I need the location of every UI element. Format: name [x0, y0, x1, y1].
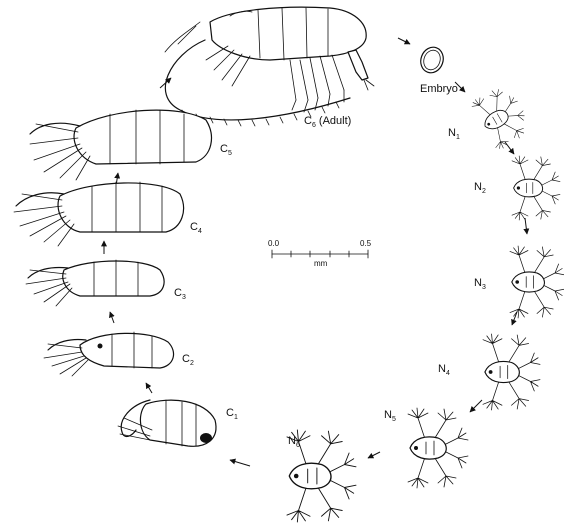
- label-n1: N1: [448, 127, 460, 141]
- copepodite-c1-figure: [118, 400, 216, 446]
- nauplius-n2-figure: [512, 156, 560, 220]
- label-c6-adult: C6 (Adult): [304, 115, 351, 129]
- label-c2: C2: [182, 353, 194, 367]
- label-n3: N3: [474, 277, 486, 291]
- copepodite-c3-figure: [26, 260, 164, 306]
- label-n4: N4: [438, 363, 450, 377]
- scale-end-label: 0.5: [360, 239, 372, 248]
- label-embryo: Embryo: [420, 83, 458, 95]
- nauplius-n1-figure: [470, 82, 534, 151]
- scale-unit-label: mm: [314, 259, 328, 268]
- adult-copepod-figure: [165, 7, 374, 126]
- label-c3: C3: [174, 287, 186, 301]
- label-n2: N2: [474, 181, 486, 195]
- nauplius-n3-figure: [510, 246, 564, 318]
- label-c4: C4: [190, 221, 202, 235]
- copepodite-c5-figure: [30, 110, 211, 180]
- nauplius-n5-figure: [408, 408, 468, 488]
- embryo-figure: [417, 44, 447, 76]
- copepodite-c4-figure: [14, 182, 184, 246]
- stage-labels: Embryo N1 N2 N3 N4 N5 N6 C1 C2 C3 C4 C5 …: [174, 83, 486, 449]
- nauplius-n4-figure: [483, 334, 540, 410]
- scale-bar: 0.0 0.5 mm: [268, 239, 372, 268]
- label-c1: C1: [226, 407, 238, 421]
- copepodite-c2-figure: [44, 332, 174, 376]
- scale-start-label: 0.0: [268, 239, 280, 248]
- label-c5: C5: [220, 143, 232, 157]
- label-n5: N5: [384, 409, 396, 423]
